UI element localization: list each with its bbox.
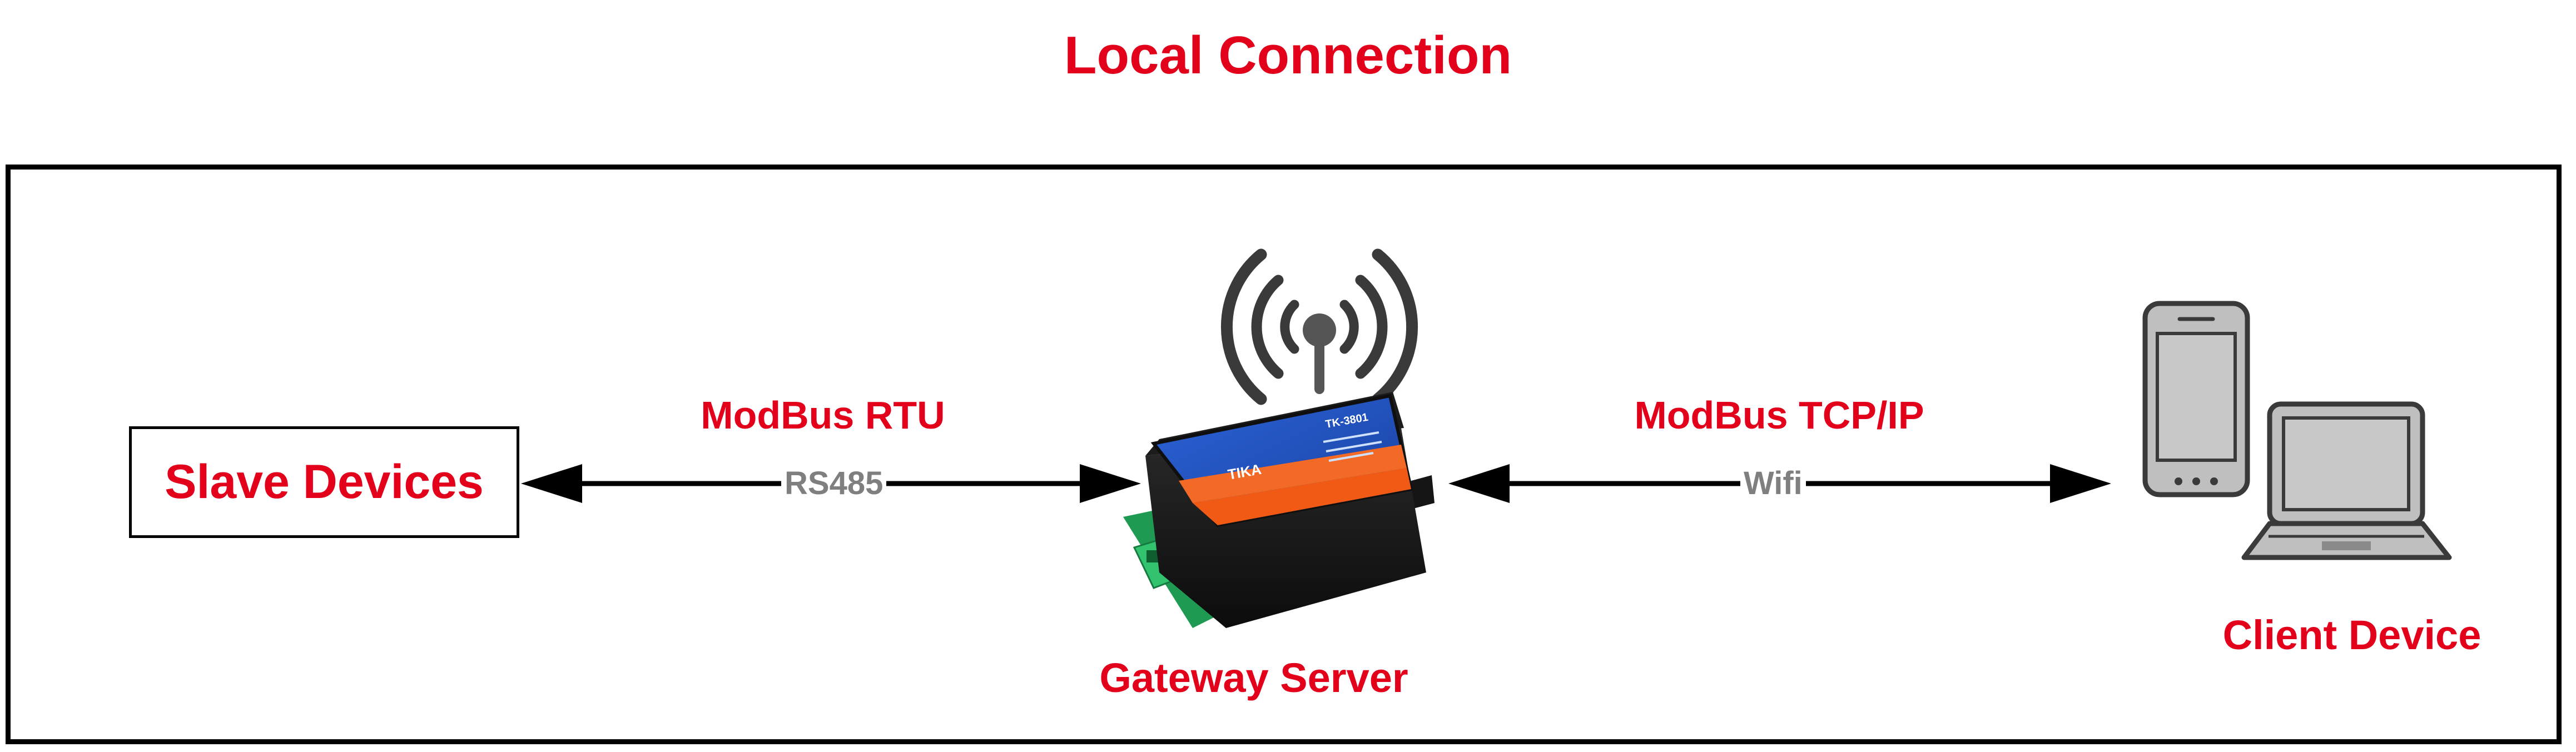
diagram-frame [6,165,2562,744]
page-title: Local Connection [1064,26,1512,85]
gateway-server-label: Gateway Server [1099,655,1408,701]
right-protocol-label: ModBus TCP/IP [1634,394,1924,437]
left-protocol-label: ModBus RTU [701,394,945,437]
slave-devices-label: Slave Devices [165,455,484,509]
rs485-arrow-left [521,464,582,503]
gateway-device: TK-3801 TIKA [1123,392,1435,628]
wifi-arrow-left [1448,464,1510,503]
smartphone-icon [2142,301,2250,497]
wifi-arrow-right [2050,464,2111,503]
antenna-broadcast-icon [1220,248,1418,405]
left-medium-label: RS485 [781,464,887,503]
client-device-label: Client Device [2222,612,2481,658]
rs485-arrow-right [1080,464,1141,503]
slave-devices-box: Slave Devices [129,426,519,538]
laptop-icon [2241,401,2452,560]
right-medium-label: Wifi [1740,464,1806,503]
